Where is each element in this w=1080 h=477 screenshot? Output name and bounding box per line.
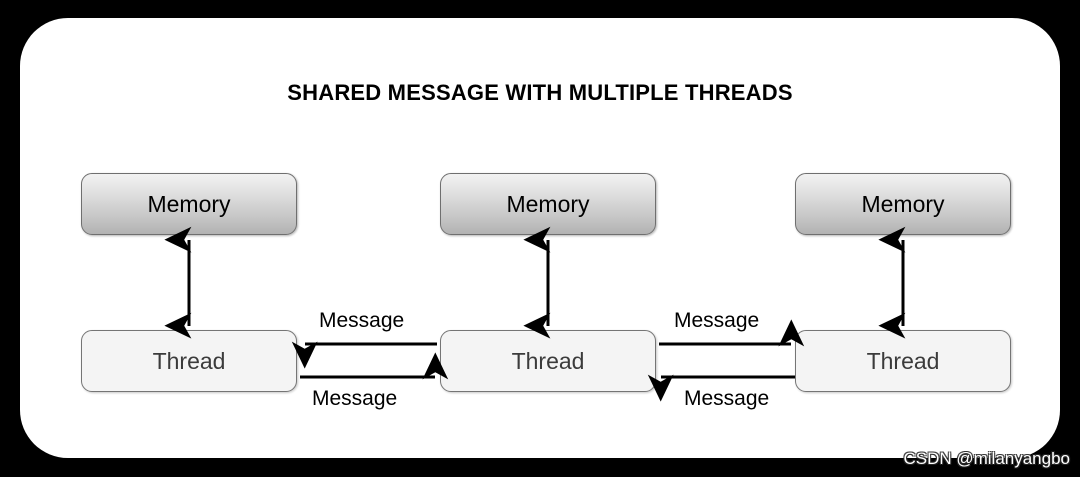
memory-box-2[interactable]: Memory <box>440 173 656 235</box>
thread-box-1-label: Thread <box>152 347 226 374</box>
watermark: CSDN @milanyangbo <box>903 449 1070 468</box>
thread-box-1[interactable]: Thread <box>81 330 297 392</box>
thread-box-3[interactable]: Thread <box>795 330 1011 392</box>
page-title: SHARED MESSAGE WITH MULTIPLE THREADS <box>287 80 793 105</box>
memory-box-1-label: Memory <box>147 190 231 217</box>
memory-box-3-label: Memory <box>861 190 945 217</box>
message-label-left-top: Message <box>319 309 405 332</box>
thread-box-2-label: Thread <box>511 347 585 374</box>
message-label-left-bottom: Message <box>312 387 398 410</box>
memory-box-1[interactable]: Memory <box>81 173 297 235</box>
memory-box-3[interactable]: Memory <box>795 173 1011 235</box>
memory-box-2-label: Memory <box>506 190 590 217</box>
message-label-right-bottom: Message <box>684 387 770 410</box>
thread-box-3-label: Thread <box>866 347 940 374</box>
message-label-right-top: Message <box>674 309 760 332</box>
thread-box-2[interactable]: Thread <box>440 330 656 392</box>
